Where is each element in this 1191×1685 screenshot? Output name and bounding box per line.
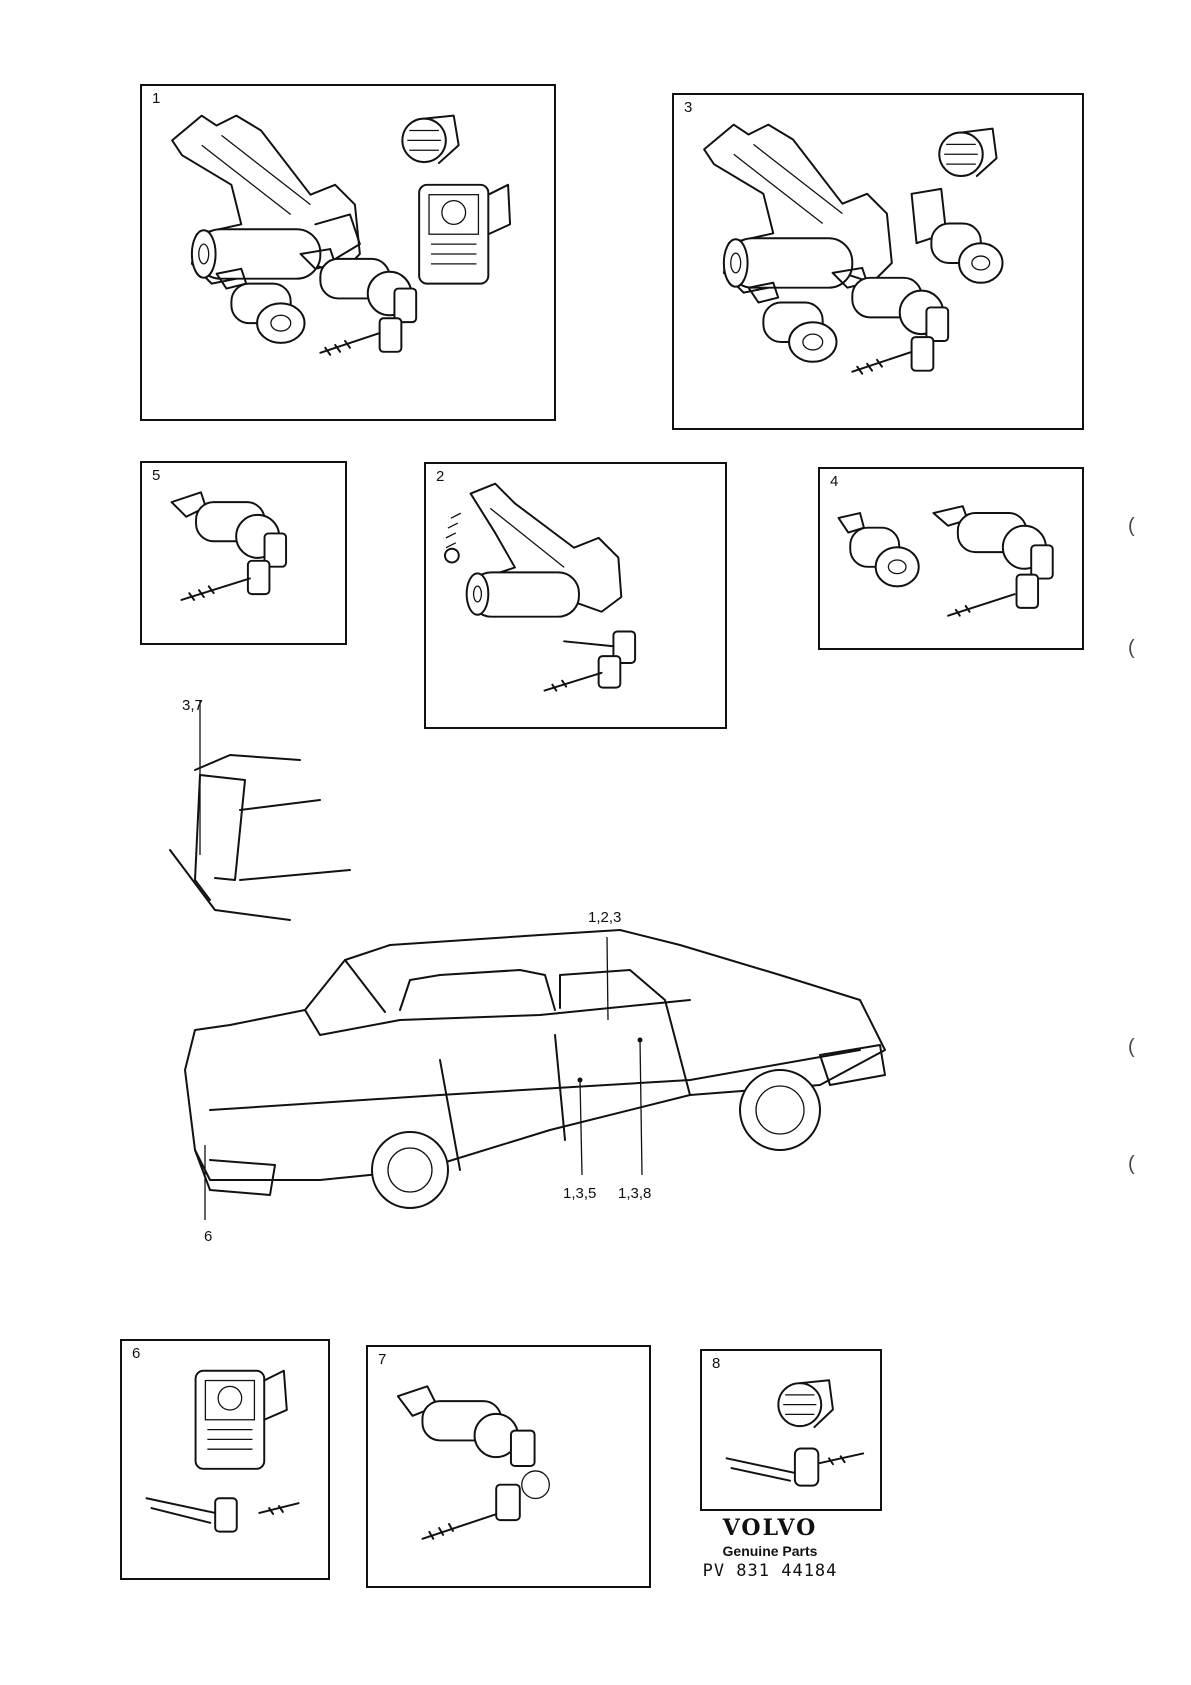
panel-4: 4 (818, 467, 1084, 650)
callout-front-door-top: 1,2,3 (588, 909, 622, 926)
panel-3: 3 (672, 93, 1084, 430)
edge-mark: ( (1128, 515, 1135, 537)
steering-lock-with-keys-drawing (444, 482, 637, 692)
door-locks-with-keys-drawing (837, 505, 1054, 617)
ignition-lock-set-drawing (703, 123, 1004, 375)
callout-door-right: 1,3,8 (618, 1185, 652, 1202)
panel-number: 1 (152, 90, 161, 107)
ignition-lock-set-drawing (171, 114, 512, 356)
panel-1: 1 (140, 84, 556, 421)
panel-number: 8 (712, 1355, 721, 1372)
panel-number: 2 (436, 468, 445, 485)
panel-number: 5 (152, 467, 161, 484)
edge-mark: ( (1128, 637, 1135, 659)
panel-8: 8 (700, 1349, 882, 1511)
tailgate-cylinder-with-keys-drawing (396, 1385, 550, 1540)
door-lock-with-keys-drawing (170, 491, 288, 601)
panel-number: 6 (132, 1345, 141, 1362)
panel-number: 3 (684, 99, 693, 116)
panel-number: 7 (378, 1351, 387, 1368)
cylinder-with-keys-drawing (725, 1379, 865, 1487)
panel-7: 7 (366, 1345, 651, 1588)
part-code: PV 831 44184 (702, 1561, 838, 1581)
panel-number: 4 (830, 473, 839, 490)
tailgate-lock-with-keys-drawing (145, 1369, 300, 1533)
callout-rear: 6 (204, 1228, 213, 1245)
panel-2: 2 (424, 462, 727, 729)
callout-tailgate: 3,7 (182, 697, 203, 714)
volvo-logo: VOLVO (722, 1515, 818, 1541)
edge-mark: ( (1128, 1153, 1135, 1175)
brand-subtitle: Genuine Parts (722, 1543, 818, 1559)
brand-block: VOLVO Genuine Parts PV 831 44184 (700, 1515, 840, 1581)
panel-6: 6 (120, 1339, 330, 1580)
callout-door-handle: 1,3,5 (563, 1185, 597, 1202)
edge-mark: ( (1128, 1036, 1135, 1058)
panel-5: 5 (140, 461, 347, 645)
